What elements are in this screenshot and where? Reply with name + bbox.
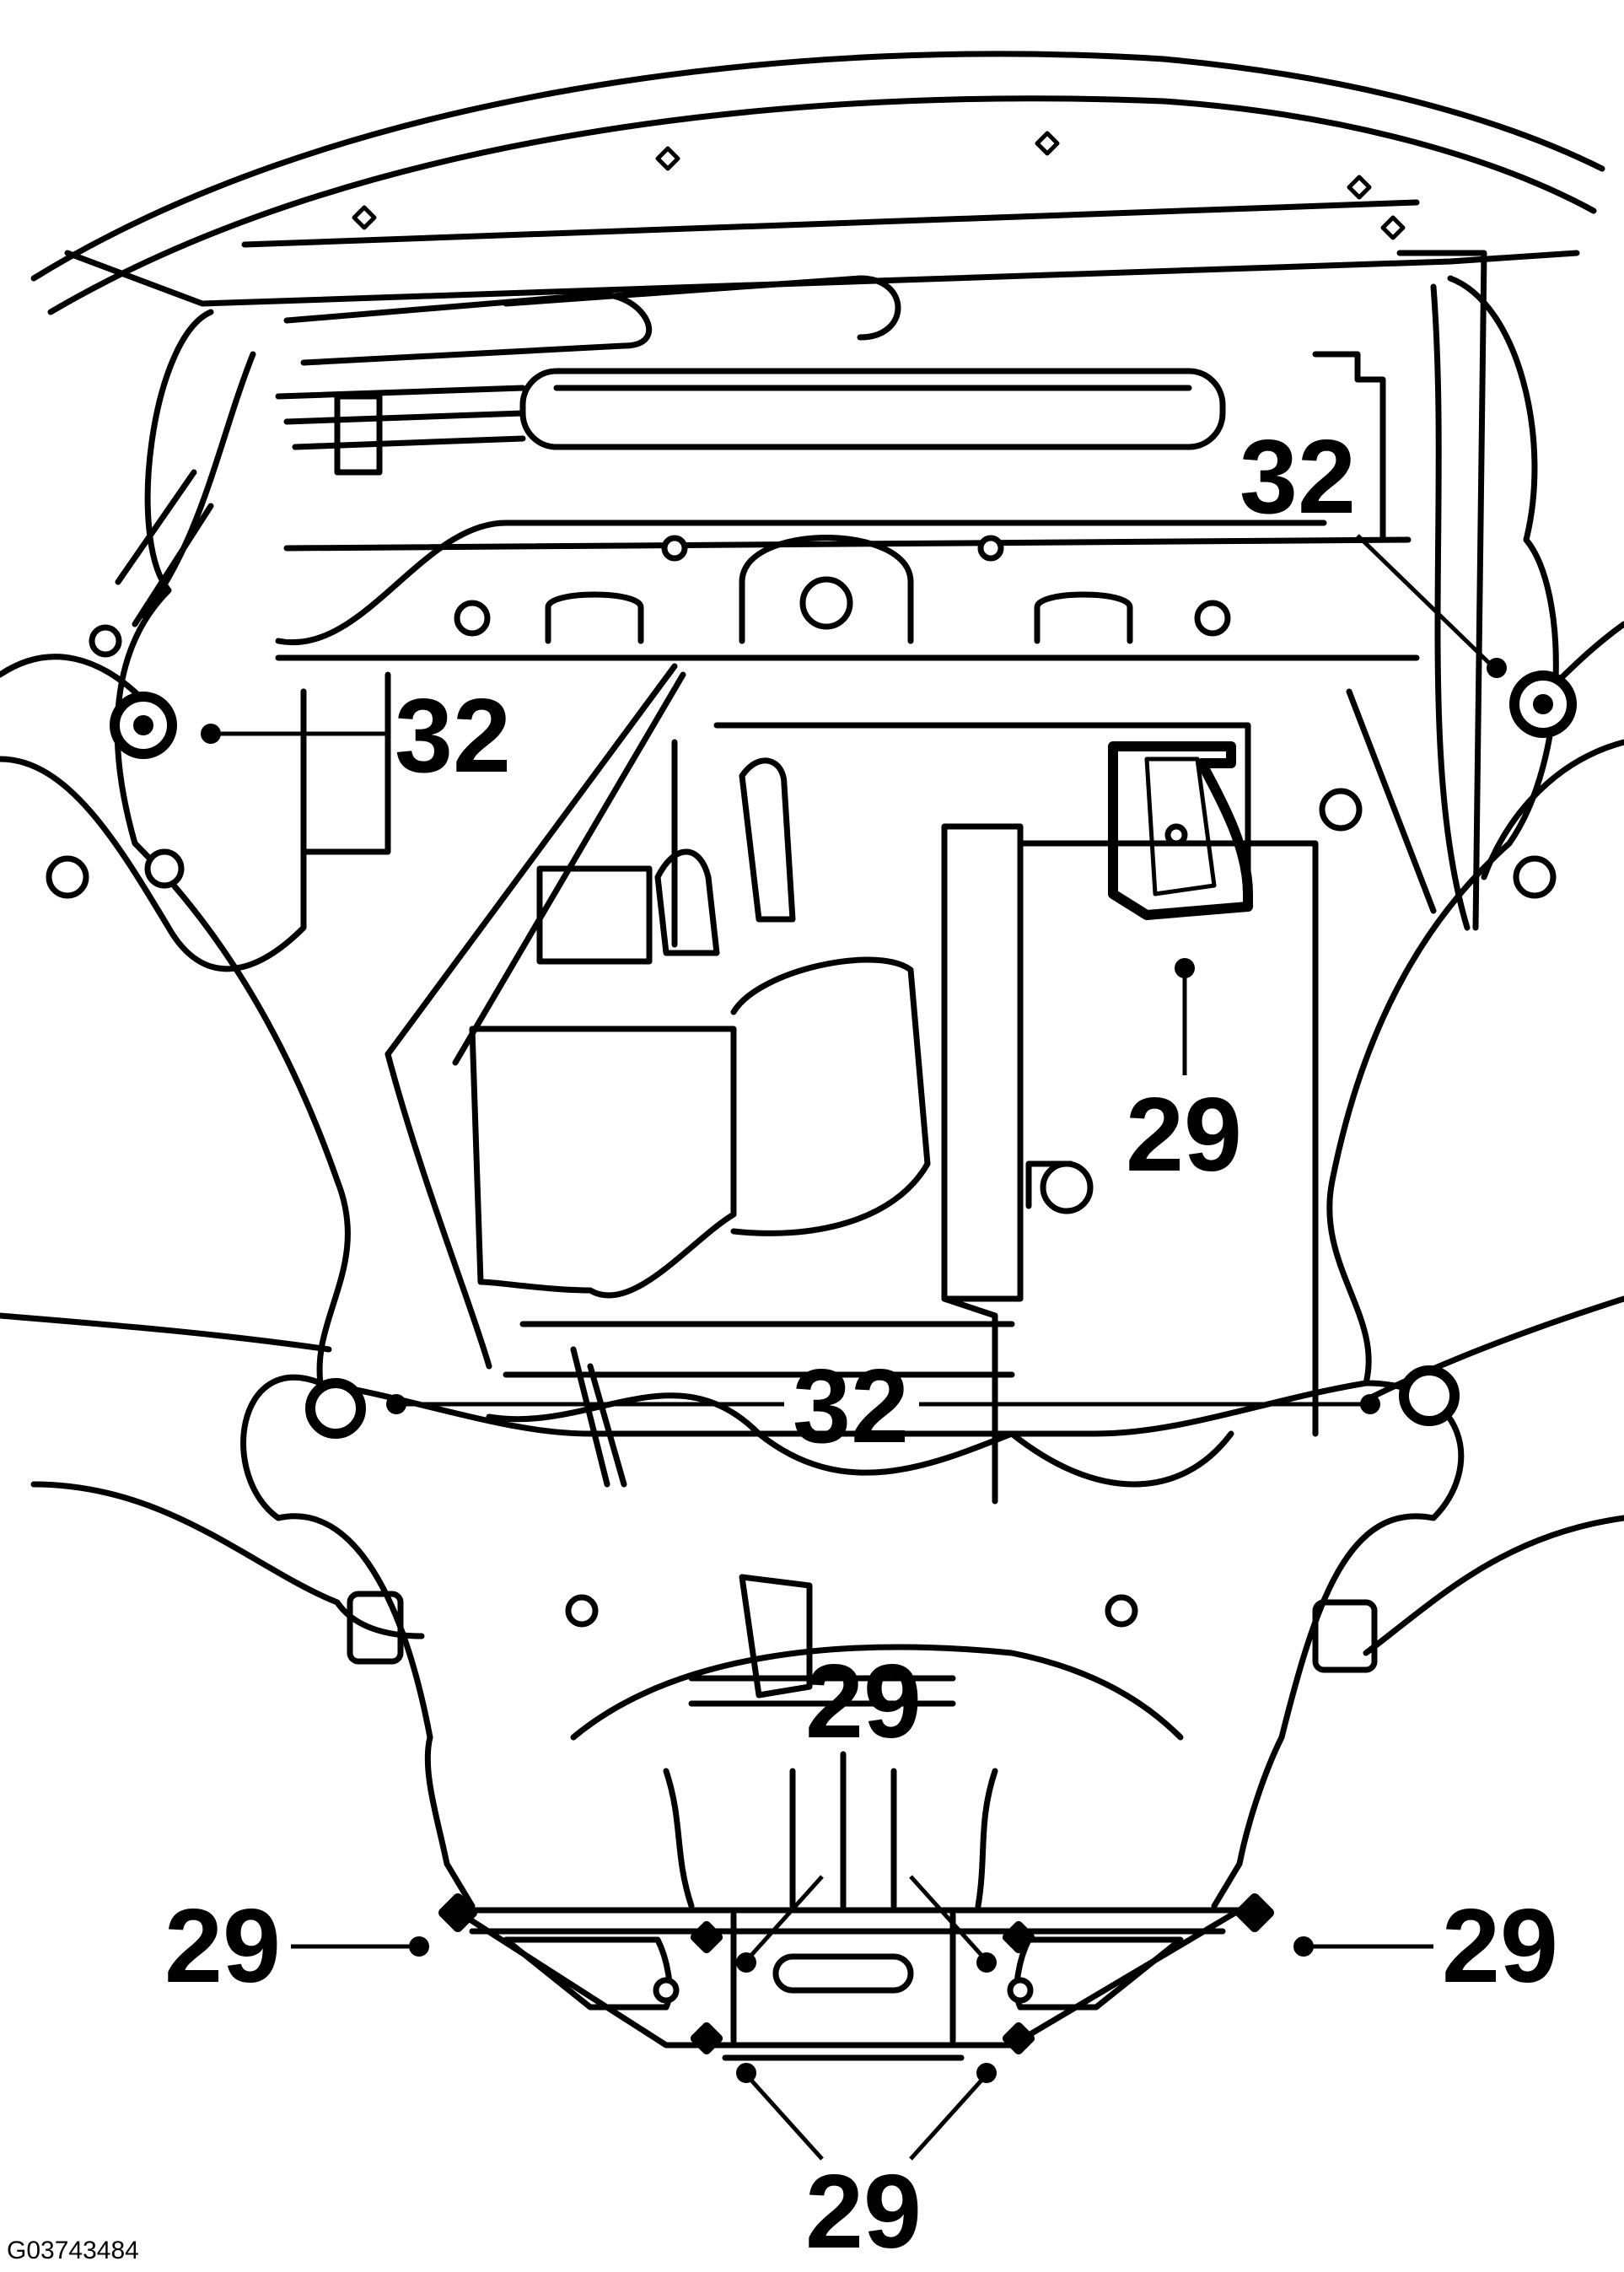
figure-id: G03743484 xyxy=(7,2237,139,2264)
leader-lines xyxy=(201,534,1507,2161)
nut-32-lower-left xyxy=(305,1378,366,1439)
nut-32-lower-right xyxy=(1399,1365,1460,1426)
subframe-right-arm xyxy=(1211,275,1624,1909)
subframe-left-arm xyxy=(0,309,476,1909)
body-clips xyxy=(352,131,1406,240)
callout-29-center: 29 xyxy=(805,1644,922,1760)
callout-labels: 32 32 32 29 29 29 29 29 xyxy=(164,419,1558,2270)
bolt-29-plate-inner-br xyxy=(1002,2022,1035,2055)
fasteners xyxy=(110,670,1577,2055)
callout-29-bracket: 29 xyxy=(1126,1077,1242,1193)
bolt-29-plate-left xyxy=(438,1893,477,1932)
bolt-29-plate-right xyxy=(1235,1893,1274,1932)
upper-crossmember xyxy=(275,275,1420,661)
bolt-29-plate-inner-tl xyxy=(690,1920,723,1954)
bolt-32-upper-left xyxy=(110,692,177,759)
callout-29-right: 29 xyxy=(1442,1888,1558,2005)
bolt-32-upper-right xyxy=(1509,670,1577,738)
callout-32-upper-left: 32 xyxy=(395,678,511,794)
mount-bracket xyxy=(1108,741,1253,920)
callout-29-left: 29 xyxy=(164,1888,281,2005)
bolt-29-plate-inner-tr xyxy=(1002,1920,1035,1954)
callout-32-upper-right: 32 xyxy=(1240,419,1356,536)
callout-29-bottom: 29 xyxy=(805,2154,922,2270)
body-outline xyxy=(30,51,1605,931)
bolt-29-plate-inner-bl xyxy=(690,2022,723,2055)
engine-center xyxy=(384,663,1319,1505)
callout-32-middle: 32 xyxy=(793,1349,909,1465)
